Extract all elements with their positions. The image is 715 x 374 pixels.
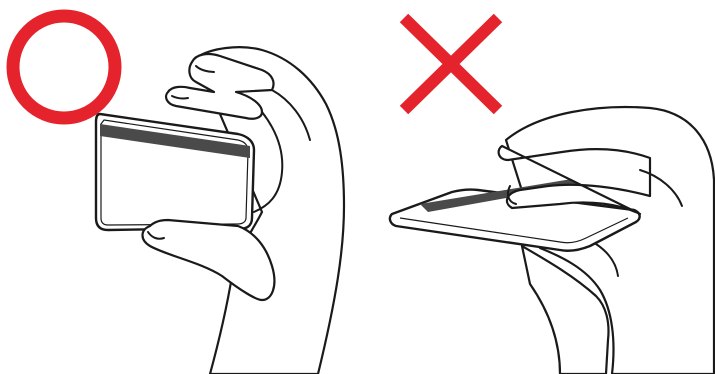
correct-panel	[13, 16, 344, 374]
circle-icon	[13, 16, 115, 118]
incorrect-panel	[390, 18, 714, 374]
cross-icon	[404, 18, 498, 110]
